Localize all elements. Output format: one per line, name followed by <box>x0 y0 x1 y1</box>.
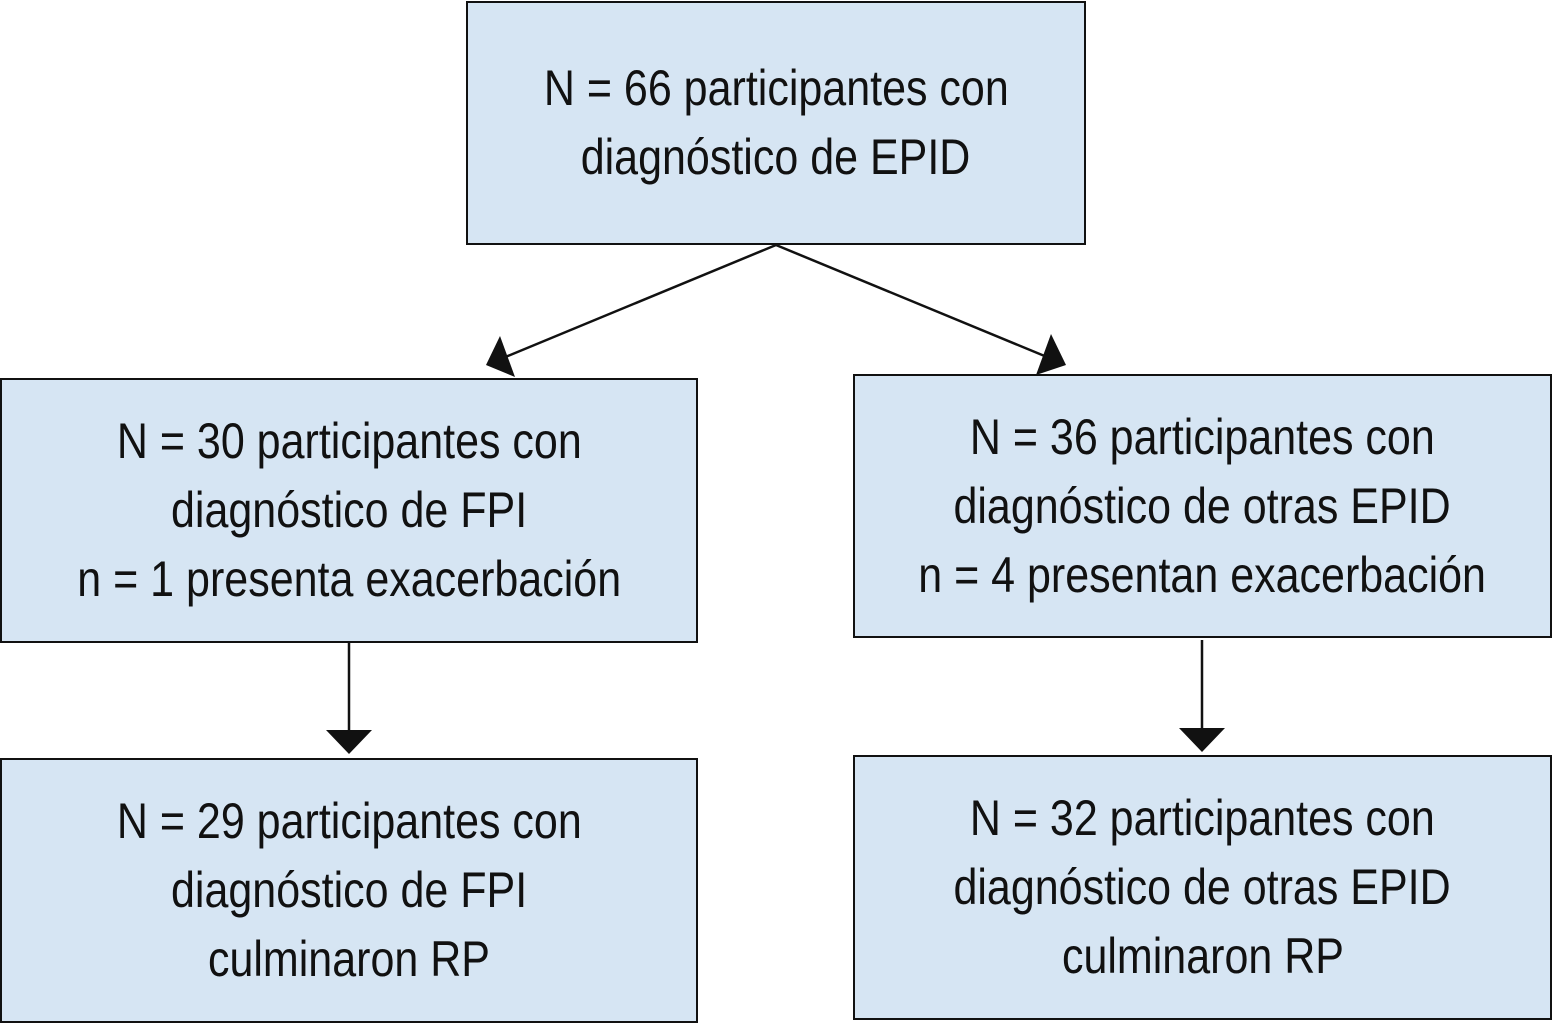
box-text-line: N = 30 participantes con <box>116 413 582 469</box>
box-text-line: diagnóstico de FPI <box>170 482 528 538</box>
arrowhead-right-middle <box>1036 334 1066 375</box>
arrowhead-left-bottom <box>326 730 372 754</box>
box-text-line: diagnóstico de FPI <box>170 862 528 918</box>
box-text-line: diagnóstico de otras EPID <box>953 477 1452 534</box>
box-text-line: culminaron RP <box>1061 928 1344 984</box>
box-text-line: diagnóstico de otras EPID <box>953 859 1452 915</box>
box-text-line: N = 29 participantes con <box>116 793 582 849</box>
box-text-line: n = 1 presenta exacerbación <box>77 551 621 607</box>
other-epid-participants-box: N = 36 participantes con diagnóstico de … <box>853 374 1552 638</box>
box-text-line: diagnóstico de EPID <box>581 129 971 185</box>
arrow-top-to-right <box>775 243 1048 359</box>
total-participants-box: N = 66 participantes con diagnóstico de … <box>466 1 1086 245</box>
box-text-line: n = 4 presentan exacerbación <box>918 546 1487 603</box>
arrowhead-left-middle <box>486 336 515 377</box>
fpi-participants-box: N = 30 participantes con diagnóstico de … <box>0 378 698 643</box>
box-text-line: N = 36 participantes con <box>970 408 1435 465</box>
arrowhead-right-bottom <box>1179 728 1225 752</box>
box-text-line: N = 66 participantes con <box>543 60 1009 116</box>
box-text-line: N = 32 participantes con <box>970 790 1435 846</box>
fpi-completed-box: N = 29 participantes con diagnóstico de … <box>0 758 698 1023</box>
arrow-top-to-left <box>502 243 777 360</box>
other-epid-completed-box: N = 32 participantes con diagnóstico de … <box>853 755 1552 1020</box>
box-text-line: culminaron RP <box>208 931 490 987</box>
